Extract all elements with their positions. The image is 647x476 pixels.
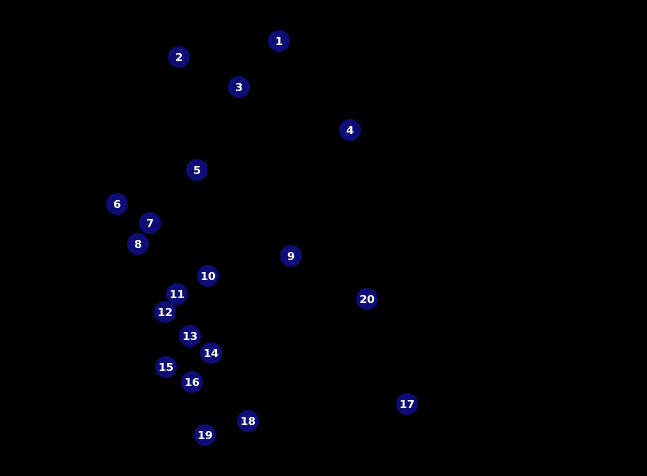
graph-node-label: 6 xyxy=(113,197,121,211)
graph-node-7[interactable]: 7 xyxy=(139,212,161,234)
graph-node-4[interactable]: 4 xyxy=(339,119,361,141)
graph-node-17[interactable]: 17 xyxy=(396,393,418,415)
graph-node-6[interactable]: 6 xyxy=(106,193,128,215)
graph-node-3[interactable]: 3 xyxy=(228,76,250,98)
graph-node-label: 10 xyxy=(200,269,216,283)
graph-node-label: 2 xyxy=(175,50,183,64)
graph-node-12[interactable]: 12 xyxy=(154,301,176,323)
graph-node-label: 14 xyxy=(203,346,219,360)
graph-node-1[interactable]: 1 xyxy=(268,30,290,52)
graph-node-label: 17 xyxy=(399,397,415,411)
graph-node-label: 19 xyxy=(197,428,213,442)
graph-node-13[interactable]: 13 xyxy=(179,325,201,347)
graph-node-15[interactable]: 15 xyxy=(155,356,177,378)
graph-node-2[interactable]: 2 xyxy=(168,46,190,68)
graph-node-20[interactable]: 20 xyxy=(356,288,378,310)
graph-node-label: 4 xyxy=(346,123,354,137)
graph-node-label: 3 xyxy=(235,80,243,94)
graph-node-label: 9 xyxy=(287,249,295,263)
graph-node-label: 18 xyxy=(240,414,256,428)
graph-node-label: 8 xyxy=(134,237,142,251)
graph-node-label: 16 xyxy=(184,375,200,389)
graph-node-5[interactable]: 5 xyxy=(186,159,208,181)
graph-node-label: 15 xyxy=(158,360,174,374)
graph-node-label: 5 xyxy=(193,163,201,177)
graph-node-label: 20 xyxy=(359,292,375,306)
graph-node-18[interactable]: 18 xyxy=(237,410,259,432)
graph-node-label: 12 xyxy=(157,305,173,319)
graph-node-label: 13 xyxy=(182,329,198,343)
graph-node-16[interactable]: 16 xyxy=(181,371,203,393)
graph-node-label: 1 xyxy=(275,34,283,48)
graph-node-9[interactable]: 9 xyxy=(280,245,302,267)
graph-node-label: 7 xyxy=(146,216,154,230)
graph-node-label: 11 xyxy=(169,287,185,301)
graph-node-14[interactable]: 14 xyxy=(200,342,222,364)
graph-node-8[interactable]: 8 xyxy=(127,233,149,255)
graph-node-10[interactable]: 10 xyxy=(197,265,219,287)
graph-node-19[interactable]: 19 xyxy=(194,424,216,446)
